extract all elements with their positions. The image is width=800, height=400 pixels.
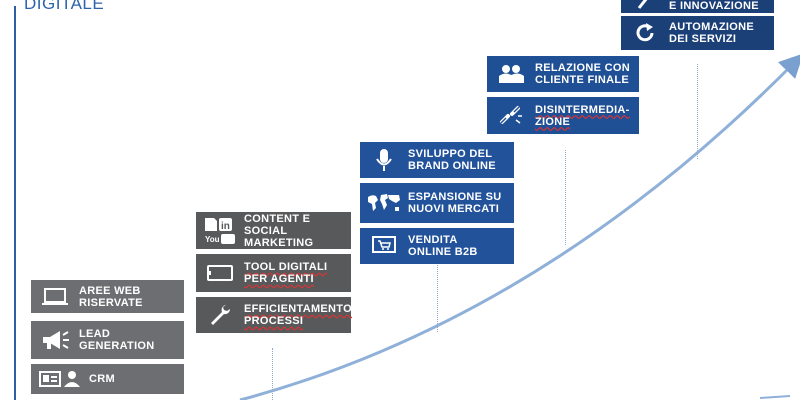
card-aree-web: AREE WEB RISERVATE bbox=[31, 280, 184, 313]
card-label: RELAZIONE CON CLIENTE FINALE bbox=[535, 62, 630, 86]
microphone-icon bbox=[366, 147, 402, 173]
shopping-cart-icon bbox=[366, 233, 402, 259]
connector-line bbox=[272, 348, 273, 400]
world-map-icon bbox=[366, 190, 402, 216]
card-relazione-cliente: RELAZIONE CON CLIENTE FINALE bbox=[487, 56, 639, 92]
baseline-arrow bbox=[759, 395, 791, 399]
card-espansione: ESPANSIONE SU NUOVI MERCATI bbox=[360, 183, 514, 223]
svg-text:in: in bbox=[221, 221, 230, 232]
card-label: LEAD GENERATION bbox=[79, 328, 155, 352]
left-frame-line bbox=[14, 6, 16, 400]
connector-line bbox=[565, 150, 566, 245]
wrench-icon bbox=[202, 302, 238, 328]
rocket-icon bbox=[627, 0, 663, 16]
refresh-icon bbox=[627, 20, 663, 46]
laptop-icon bbox=[37, 284, 73, 310]
card-vendita-b2b: VENDITA ONLINE B2B bbox=[360, 228, 514, 264]
card-disintermediazione: DISINTERMEDIA- ZIONE bbox=[487, 97, 639, 134]
card-innovazione: E INNOVAZIONE bbox=[621, 0, 774, 13]
megaphone-icon bbox=[37, 327, 73, 353]
card-label: EFFICIENTAMENTO PROCESSI bbox=[244, 303, 352, 327]
card-tool-digitali: TOOL DIGITALI PER AGENTI bbox=[196, 254, 351, 292]
diagram-title: DIGITALE bbox=[24, 0, 105, 13]
card-label: E INNOVAZIONE bbox=[669, 0, 759, 12]
contact-card-icon bbox=[37, 366, 83, 392]
card-crm: CRM bbox=[31, 364, 184, 394]
card-label: AREE WEB RISERVATE bbox=[79, 284, 143, 309]
card-label: CRM bbox=[89, 373, 115, 385]
card-sviluppo-brand: SVILUPPO DEL BRAND ONLINE bbox=[360, 142, 514, 178]
connector-line bbox=[697, 64, 698, 159]
card-lead-generation: LEAD GENERATION bbox=[31, 321, 184, 359]
growth-curve-line bbox=[239, 53, 800, 400]
broken-link-icon bbox=[493, 103, 529, 129]
card-automazione: AUTOMAZIONE DEI SERVIZI bbox=[621, 16, 774, 50]
card-label: ESPANSIONE SU NUOVI MERCATI bbox=[408, 191, 502, 215]
svg-text:You: You bbox=[205, 235, 220, 244]
card-label: SVILUPPO DEL BRAND ONLINE bbox=[408, 148, 496, 172]
card-efficientamento: EFFICIENTAMENTO PROCESSI bbox=[196, 297, 352, 333]
card-label: AUTOMAZIONE DEI SERVIZI bbox=[669, 21, 754, 45]
people-icon bbox=[493, 61, 529, 87]
card-label: DISINTERMEDIA- ZIONE bbox=[535, 103, 630, 128]
connector-line bbox=[437, 262, 438, 332]
card-label: VENDITA ONLINE B2B bbox=[408, 234, 478, 258]
tablet-icon bbox=[202, 260, 238, 286]
card-label: CONTENT E SOCIAL MARKETING bbox=[244, 212, 314, 249]
card-label: TOOL DIGITALI PER AGENTI bbox=[244, 261, 328, 285]
